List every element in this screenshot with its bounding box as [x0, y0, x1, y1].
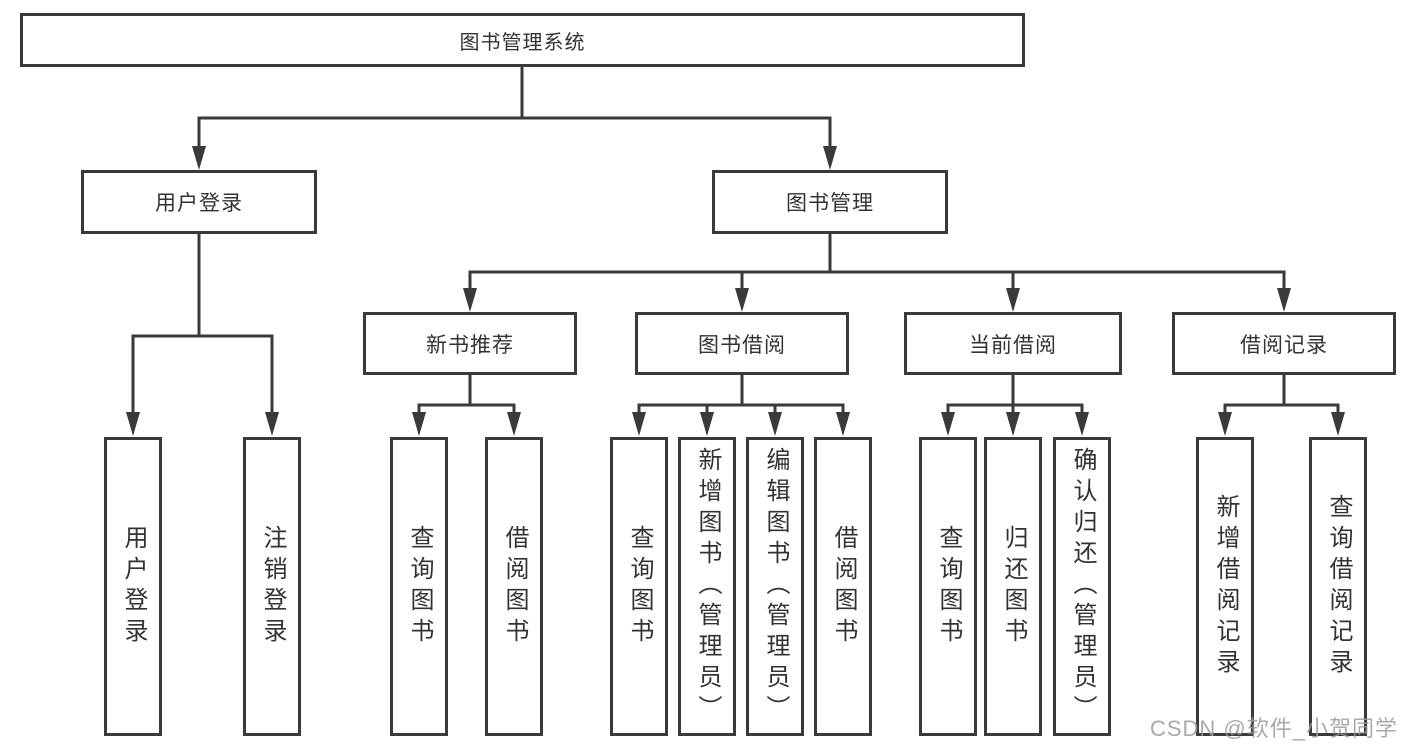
leaf-query-borrow-record: 查询借阅记录: [1309, 437, 1367, 736]
leaf-add-borrow-record: 新增借阅记录: [1196, 437, 1254, 736]
node-library-system: 图书管理系统: [20, 13, 1025, 67]
leaf-user-login: 用户登录: [104, 437, 162, 736]
node-book-borrow: 图书借阅: [635, 312, 849, 375]
watermark: CSDN @软件_小贺同学: [1149, 716, 1398, 741]
node-user-login: 用户登录: [81, 170, 317, 234]
leaf-query-books-recommend: 查询图书: [390, 437, 448, 736]
leaf-confirm-return-admin: 确认归还（管理员）: [1053, 437, 1111, 736]
leaf-logout-login: 注销登录: [243, 437, 301, 736]
leaf-borrow-books-recommend: 借阅图书: [485, 437, 543, 736]
node-borrow-records: 借阅记录: [1172, 312, 1396, 375]
leaf-query-books-current: 查询图书: [919, 437, 977, 736]
leaf-borrow-books: 借阅图书: [814, 437, 872, 736]
leaf-add-books-admin: 新增图书（管理员）: [678, 437, 736, 736]
leaf-query-books-borrow: 查询图书: [610, 437, 668, 736]
node-current-borrow: 当前借阅: [904, 312, 1122, 375]
node-book-management: 图书管理: [712, 170, 948, 234]
node-new-book-recommend: 新书推荐: [363, 312, 577, 375]
leaf-edit-books-admin: 编辑图书（管理员）: [746, 437, 804, 736]
leaf-return-books: 归还图书: [984, 437, 1042, 736]
